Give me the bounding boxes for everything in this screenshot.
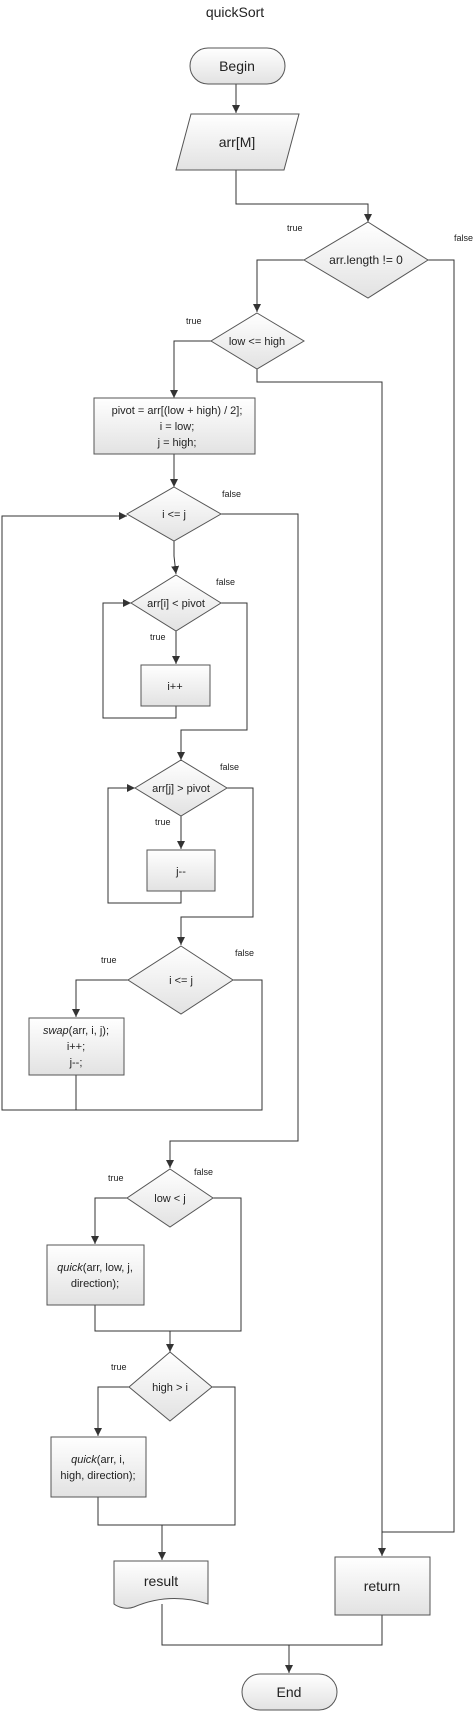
decision-swap-label: i <= j — [169, 975, 193, 987]
edge-lowj-false — [170, 1197, 242, 1332]
quick-left-process: quick(arr, low, j, direction); — [46, 1244, 145, 1306]
init-line-pivot: pivot = arr[(low + high) / 2]; — [112, 405, 243, 417]
label-jpivot-false: false — [220, 762, 239, 772]
decision-high-i: high > i — [128, 1351, 213, 1422]
decision-i-pivot: arr[i] < pivot — [130, 574, 222, 632]
init-line-j: j = high; — [157, 437, 197, 449]
edge-left-next — [94, 1305, 174, 1352]
edge-inc-i-back — [102, 599, 177, 719]
quick-right-process: quick(arr, i, high, direction); — [50, 1436, 147, 1498]
label-length-false: false — [454, 233, 473, 243]
label-length-true: true — [287, 223, 303, 233]
edge-result-end — [161, 1604, 293, 1673]
label-swap-true: true — [101, 955, 117, 965]
quick-right-fn-args: (arr, i, — [97, 1454, 125, 1466]
decision-outer-loop-label: i <= j — [162, 509, 186, 521]
input-node: arr[M] — [175, 113, 300, 171]
edge-lowhigh-true — [170, 340, 211, 398]
decision-outer-loop: i <= j — [125, 486, 223, 542]
edge-loop-false — [166, 513, 299, 1168]
result-label: result — [144, 1573, 178, 1589]
edge-ipivot-false — [177, 602, 248, 760]
decision-i-pivot-label: arr[i] < pivot — [147, 598, 205, 610]
return-label: return — [364, 1578, 401, 1594]
label-ipivot-false: false — [216, 577, 235, 587]
quick-right-line2: high, direction); — [60, 1470, 135, 1482]
quick-right-line-call: quick(arr, i, — [71, 1454, 125, 1466]
swap-process: swap(arr, i, j); i++; j--; — [28, 1017, 125, 1076]
decision-low-high-label: low <= high — [229, 336, 285, 348]
label-ipivot-true: true — [150, 632, 166, 642]
decision-swap: i <= j — [127, 945, 234, 1015]
edge-lowhigh-false — [256, 369, 383, 1532]
quick-left-fn-name: quick — [57, 1262, 83, 1274]
edge-input-length — [235, 170, 372, 222]
decision-low-high: low <= high — [210, 312, 305, 370]
decision-j-pivot: arr[j] > pivot — [134, 759, 228, 817]
edge-swap-true — [72, 979, 128, 1017]
return-process: return — [334, 1556, 431, 1616]
end-label: End — [277, 1684, 302, 1700]
swap-line-call: swap(arr, i, j); — [43, 1025, 109, 1037]
quick-left-line2: direction); — [71, 1278, 119, 1290]
dec-j-label: j-- — [175, 866, 186, 878]
decision-length: arr.length != 0 — [303, 221, 429, 299]
edge-return-end — [289, 1615, 383, 1646]
label-lowj-true: true — [108, 1173, 124, 1183]
edge-length-false — [378, 259, 455, 1556]
quick-right-fn-name: quick — [71, 1454, 97, 1466]
label-swap-false: false — [235, 948, 254, 958]
label-lowhigh-true: true — [186, 316, 202, 326]
swap-line-inc: i++; — [67, 1041, 85, 1053]
decision-low-j-label: low < j — [154, 1193, 186, 1205]
inc-i-process: i++ — [140, 664, 211, 707]
edge-right-result — [97, 1497, 166, 1560]
inc-i-label: i++ — [167, 681, 182, 693]
begin-label: Begin — [219, 58, 255, 74]
label-jpivot-true: true — [155, 817, 171, 827]
decision-j-pivot-label: arr[j] > pivot — [152, 783, 210, 795]
dec-j-process: j-- — [146, 849, 216, 892]
edge-length-true — [253, 259, 304, 312]
edge-highi-false — [162, 1386, 236, 1526]
quick-left-line-call: quick(arr, low, j, — [57, 1262, 133, 1274]
swap-fn-name: swap — [43, 1025, 69, 1037]
decision-low-j: low < j — [126, 1168, 214, 1228]
edge-dec-j-back — [107, 784, 182, 904]
label-lowj-false: false — [194, 1167, 213, 1177]
result-output: result — [113, 1560, 209, 1609]
edge-lowj-true — [91, 1197, 127, 1244]
edge-loop-true — [171, 541, 180, 575]
swap-line-dec: j--; — [69, 1057, 83, 1069]
decision-high-i-label: high > i — [152, 1382, 188, 1394]
label-loop-false: false — [222, 489, 241, 499]
edge-swap-false — [1, 512, 263, 1111]
swap-fn-args: (arr, i, j); — [69, 1025, 109, 1037]
init-line-i: i = low; — [160, 421, 195, 433]
decision-length-label: arr.length != 0 — [329, 253, 403, 267]
begin-node: Begin — [189, 47, 286, 85]
diagram-title: quickSort — [206, 4, 264, 20]
edge-highi-true — [94, 1386, 129, 1436]
input-label: arr[M] — [219, 134, 256, 150]
connectors — [1, 84, 455, 1673]
quick-left-fn-args: (arr, low, j, — [83, 1262, 133, 1274]
label-highi-true: true — [111, 1362, 127, 1372]
end-node: End — [241, 1673, 338, 1711]
init-process: pivot = arr[(low + high) / 2]; i = low; … — [93, 397, 256, 455]
edge-jpivot-false — [177, 787, 254, 945]
